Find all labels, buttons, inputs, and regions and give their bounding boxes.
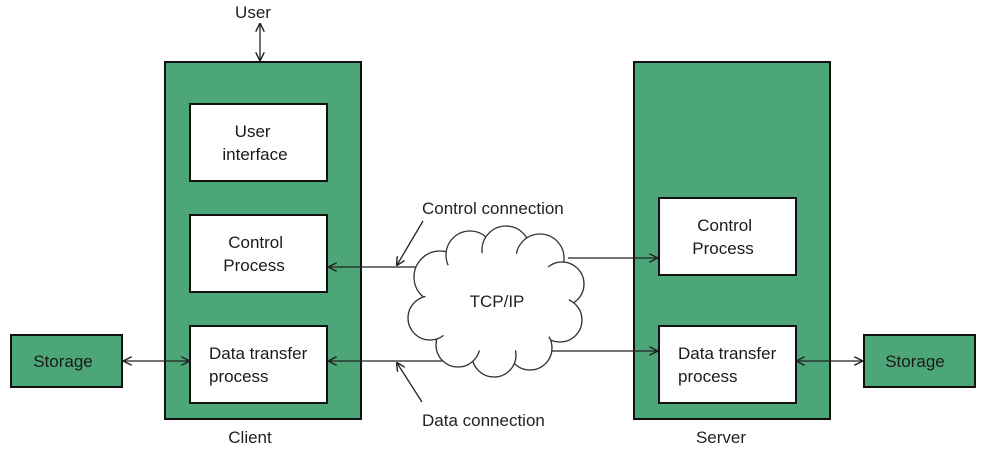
client-user-interface-label: User interface: [222, 122, 287, 164]
tcp-ip-label: TCP/IP: [470, 292, 525, 311]
storage-right-box: [863, 334, 976, 388]
tcp-ip-cloud: TCP/IP: [407, 225, 585, 378]
client-user-interface-box: [189, 103, 328, 182]
data-connection-label: Data connection: [422, 411, 545, 430]
server-control-process-box: [658, 197, 797, 276]
client-control-process-box: [189, 214, 328, 293]
server-data-transfer-box: [658, 325, 797, 404]
control-connection-label: Control connection: [422, 199, 564, 218]
server-data-transfer-label: Data transfer process: [678, 344, 781, 386]
client-label: Client: [228, 428, 272, 447]
client-data-transfer-box: [189, 325, 328, 404]
storage-left-label: Storage: [33, 352, 93, 371]
client-data-transfer-label: Data transfer process: [209, 344, 312, 386]
client-control-process-label: Control Process: [223, 233, 287, 275]
user-label: User: [235, 3, 271, 22]
control-connection-pointer: [397, 220, 424, 265]
data-connection-pointer: [397, 363, 423, 403]
server-label: Server: [696, 428, 746, 447]
server-control-process-label: Control Process: [692, 216, 756, 258]
storage-left-box: [10, 334, 123, 388]
storage-right-label: Storage: [885, 352, 945, 371]
